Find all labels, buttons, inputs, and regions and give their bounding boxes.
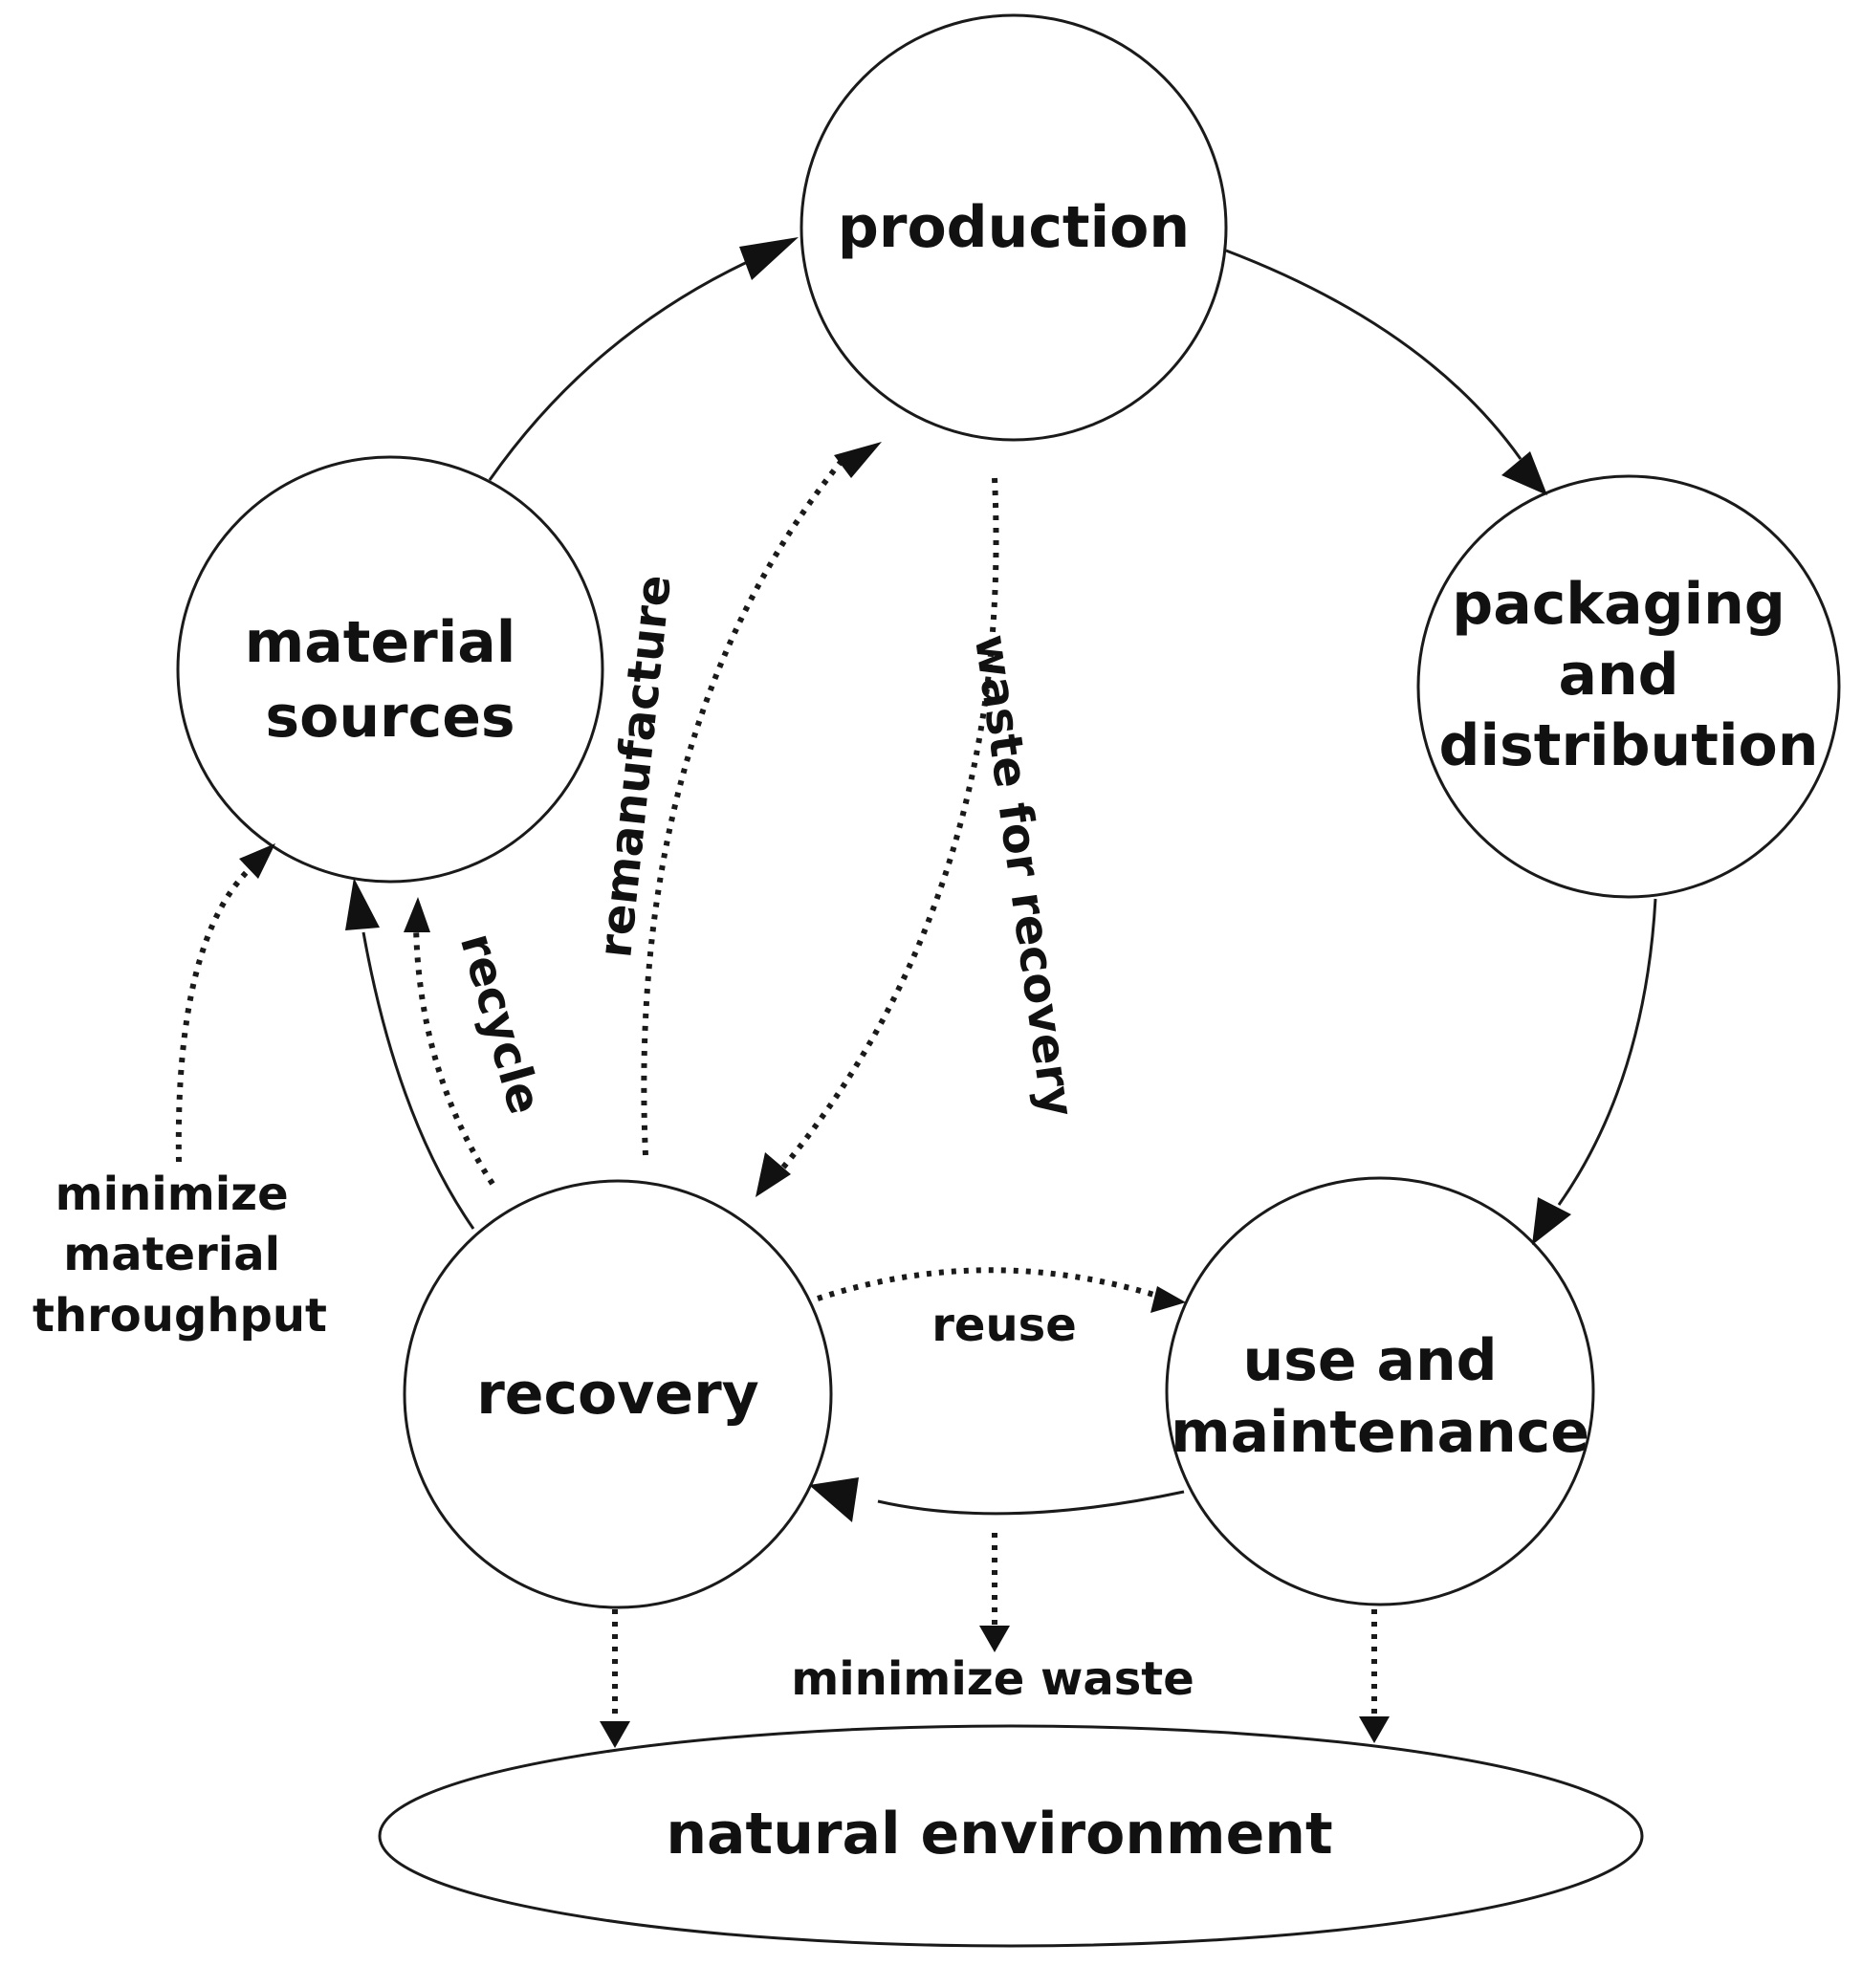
svg-text:packaging and dist: packaging and distribution (1439, 571, 1819, 779)
arrow-reuse (817, 1267, 1186, 1313)
arrow-recycle (404, 897, 495, 1186)
arrow-packaging-to-use (1532, 898, 1657, 1245)
arrow-production-to-packaging (1225, 249, 1547, 495)
label-minimize-throughput: minimize material throughput (33, 1168, 327, 1343)
arrow-recovery-to-material (345, 878, 475, 1230)
node-use-label-line1: use and (1242, 1327, 1497, 1394)
label-minimize-throughput-line1: minimize (55, 1168, 289, 1221)
node-packaging-label-line1: packaging (1452, 571, 1785, 638)
label-waste-for-recovery: waste for recovery (964, 631, 1084, 1120)
svg-text:material sources: material sources (245, 609, 536, 751)
arrow-recovery-to-environment (600, 1609, 630, 1748)
label-minimize-throughput-line2: material (63, 1228, 280, 1281)
arrow-use-to-environment (1359, 1609, 1390, 1743)
arrow-minimize-waste (979, 1533, 1010, 1652)
arrow-minimize-throughput (175, 843, 275, 1163)
label-reuse: reuse (931, 1299, 1077, 1352)
node-material-sources: material sources (176, 455, 604, 884)
node-material-label-line1: material (245, 609, 516, 676)
node-material-label-line2: sources (265, 684, 515, 751)
label-minimize-waste: minimize waste (791, 1652, 1194, 1706)
node-use-maintenance: use and maintenance (1165, 1176, 1595, 1606)
arrow-remanufacture (641, 442, 882, 1156)
node-natural-environment: natural environment (378, 1724, 1644, 1948)
svg-text:use and maintenance: use and maintenance (1171, 1327, 1589, 1466)
label-minimize-throughput-line3: throughput (33, 1289, 327, 1343)
svg-text:production: production (838, 194, 1190, 261)
node-recovery: recovery (403, 1179, 833, 1609)
node-recovery-label: recovery (476, 1361, 759, 1428)
node-use-label-line2: maintenance (1171, 1399, 1589, 1466)
node-packaging-label-line3: distribution (1439, 712, 1819, 779)
node-environment-label: natural environment (666, 1801, 1332, 1868)
arrow-material-to-production (488, 237, 799, 481)
svg-text:recovery: recovery (476, 1361, 759, 1428)
node-packaging-distribution: packaging and distribution (1416, 474, 1841, 899)
label-recycle: recycle (449, 928, 552, 1120)
svg-text:natural environment: natural environment (666, 1801, 1332, 1868)
label-remanufacture: remanufacture (588, 572, 682, 960)
arrow-waste-for-recovery (756, 477, 999, 1197)
node-production-label: production (838, 194, 1190, 261)
node-packaging-label-line2: and (1558, 642, 1678, 709)
arrow-use-to-recovery (809, 1477, 1185, 1522)
node-production: production (800, 13, 1228, 442)
